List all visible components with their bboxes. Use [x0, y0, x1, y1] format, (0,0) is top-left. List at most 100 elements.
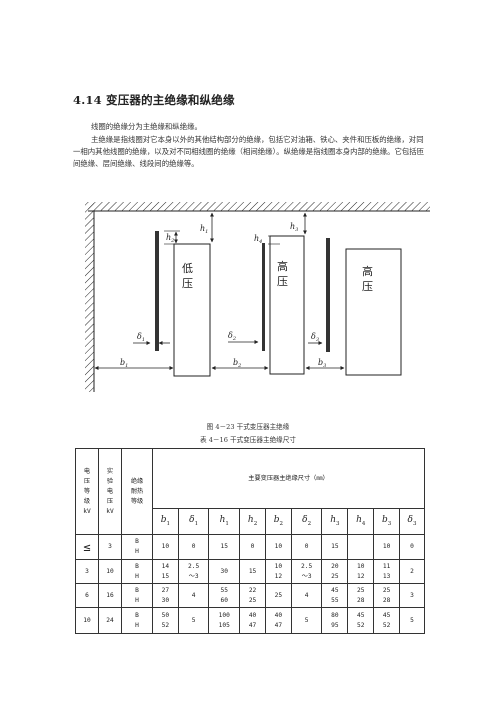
table-cell: 10	[152, 534, 179, 560]
dim-delta3: δ3	[311, 332, 319, 343]
dim-h3: h3	[290, 222, 298, 233]
dim-h1: h1	[200, 224, 208, 235]
col-b1: b1	[152, 508, 179, 535]
table-cell	[347, 534, 375, 560]
table-cell: 25	[264, 583, 292, 608]
paragraph-main-insulation: 主绝缘是指线圈对它本身以外的其他结构部分的绝缘，包括它对油箱、铁心、夹件和压板的…	[73, 135, 425, 168]
table-cell: 5	[399, 607, 425, 634]
figure-caption: 图 4－23 干式变压器主绝缘	[206, 423, 290, 431]
table-cell: 0	[239, 534, 266, 560]
table-cell: 5	[177, 607, 210, 634]
table-cell: 3	[75, 559, 99, 584]
insulating-cylinder-2	[262, 243, 265, 351]
table-cell: 16	[98, 583, 122, 608]
paragraph-intro: 线圈的绝缘分为主绝缘和纵绝缘。	[91, 122, 202, 131]
coil-high-2	[345, 248, 402, 376]
col-b2: b2	[264, 508, 292, 535]
table-cell: 15	[239, 559, 266, 584]
table-cell: 0	[290, 534, 323, 560]
col-delta1: δ1	[177, 508, 210, 535]
svg-text:压: 压	[182, 277, 193, 290]
table-cell: 2.5～3	[290, 559, 323, 584]
dim-b3: b3	[318, 358, 326, 369]
table-cell: 10	[264, 534, 292, 560]
col-h3: h3	[321, 508, 349, 535]
table-cell: 30	[208, 559, 241, 584]
table-cell: 15	[321, 534, 349, 560]
table-cell: 2	[399, 559, 425, 584]
insulation-diagram: 低 压 高 压 高 压 h1 h3 h2 h4 δ1 δ2 δ3 b1 b2 b…	[85, 202, 430, 392]
table-cell: 10	[75, 607, 99, 634]
dim-b1: b1	[120, 358, 128, 369]
dim-delta2: δ2	[228, 331, 236, 342]
coil-low-label: 低	[182, 262, 193, 275]
table-cell: 24	[98, 607, 122, 634]
table-cell: 10	[373, 534, 401, 560]
col-h4: h4	[347, 508, 375, 535]
coil-high-2-label: 高	[362, 264, 373, 278]
insulating-cylinder-1	[155, 231, 159, 351]
insulating-cylinder-3	[326, 238, 330, 352]
table-cell: 10	[98, 559, 122, 584]
svg-text:压: 压	[362, 280, 373, 293]
table-cell: 2.5～3	[177, 559, 210, 584]
table-cell: 0	[399, 534, 425, 560]
table-cell: 5	[290, 607, 323, 634]
dim-delta1: δ1	[137, 332, 145, 343]
col-b3: b3	[373, 508, 401, 535]
table-cell: 4	[177, 583, 210, 608]
dim-header-row: b1 δ1 h1 h2 b2 δ2 h3 h4 b3 δ3	[76, 508, 425, 535]
svg-text:压: 压	[277, 275, 288, 288]
core-limb-hatch	[85, 202, 94, 392]
dim-b2: b2	[233, 358, 241, 369]
table-cell: 3	[399, 583, 425, 608]
col-h2: h2	[239, 508, 266, 535]
table-cell: 6	[75, 583, 99, 608]
table-caption: 表 4－16 干式变压器主绝缘尺寸	[200, 436, 296, 444]
coil-low	[173, 243, 211, 377]
table-cell: 15	[208, 534, 241, 560]
coil-high-1-label: 高	[277, 259, 288, 273]
yoke-hatch	[88, 202, 430, 211]
table-cell: 4	[290, 583, 323, 608]
section-heading: 4.14 变压器的主绝缘和纵绝缘	[73, 93, 235, 107]
dim-h2: h2	[166, 233, 174, 244]
dim-h4: h4	[254, 234, 262, 245]
coil-high-1	[269, 235, 305, 375]
header-class: 绝缘耐热等级	[121, 448, 153, 535]
table-cell: 0	[177, 534, 210, 560]
col-delta3: δ3	[399, 508, 425, 535]
table-cell: ≤	[75, 534, 99, 560]
header-main: 主要变压器主绝缘尺寸（㎜）	[152, 448, 425, 509]
table-cell: 3	[98, 534, 122, 560]
